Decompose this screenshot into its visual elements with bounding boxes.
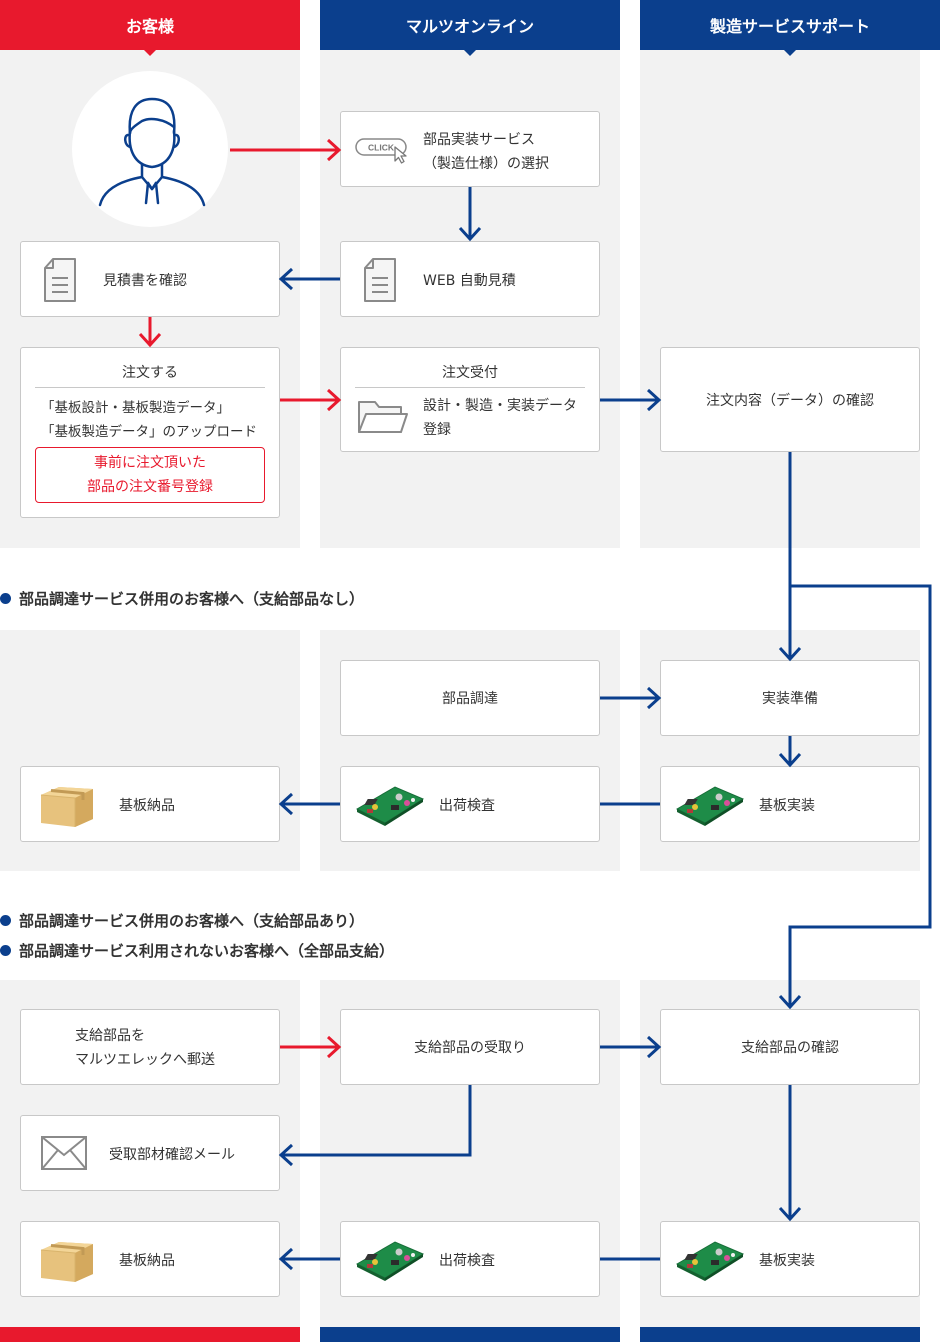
cardboard-box-icon [37, 781, 97, 833]
order-note-line1: 事前に注文頂いた [94, 455, 206, 471]
document-icon [43, 258, 77, 306]
cardboard-box-icon [37, 1236, 97, 1288]
bullet-icon [0, 945, 11, 956]
section2-title-b: 部品調達サービス利用されないお客様へ（全部品支給） [0, 940, 394, 961]
circuit-board-icon [355, 783, 425, 831]
procurement-box: 部品調達 [340, 660, 600, 736]
order-receipt-box: 注文受付 設計・製造・実装データ 登録 [340, 347, 600, 452]
customer-column-footer [0, 1327, 300, 1342]
support-column-footer [640, 1327, 920, 1342]
delivery-label-1: 基板納品 [119, 798, 175, 814]
bullet-icon [0, 593, 11, 604]
confirm-parts-label: 支給部品の確認 [741, 1040, 839, 1056]
receipt-mail-box: 受取部材確認メール [20, 1115, 280, 1191]
order-note-line2: 部品の注文番号登録 [87, 479, 213, 495]
document-icon [363, 258, 397, 306]
support-column-title: 製造サービスサポート [709, 17, 870, 36]
click-cursor-icon: CLICK [355, 136, 413, 168]
order-box: 注文する 「基板設計・基板製造データ」 「基板製造データ」のアップロード 事前に… [20, 347, 280, 518]
confirm-parts-box: 支給部品の確認 [660, 1009, 920, 1085]
mounting-prep-box: 実装準備 [660, 660, 920, 736]
order-receipt-divider [355, 387, 585, 388]
check-quote-box: 見積書を確認 [20, 241, 280, 317]
send-parts-box: 支給部品を マルツエレックへ郵送 [20, 1009, 280, 1085]
circuit-board-icon [675, 1238, 745, 1286]
online-column-header: マルツオンライン [320, 0, 620, 56]
inspection-box-1: 出荷検査 [340, 766, 600, 842]
order-receipt-line1: 設計・製造・実装データ [423, 398, 577, 414]
send-parts-line2: マルツエレックへ郵送 [75, 1052, 215, 1068]
online-column-footer [320, 1327, 620, 1342]
customer-column-header: お客様 [0, 0, 300, 56]
circuit-board-icon [355, 1238, 425, 1286]
order-divider [35, 387, 265, 388]
send-parts-line1: 支給部品を [75, 1028, 145, 1044]
order-title: 注文する [122, 365, 178, 381]
circuit-board-icon [675, 783, 745, 831]
customer-column-title: お客様 [125, 17, 174, 36]
order-line1: 「基板設計・基板製造データ」 [41, 400, 230, 416]
mounting-box-1: 基板実装 [660, 766, 920, 842]
check-quote-label: 見積書を確認 [103, 273, 187, 289]
bullet-icon [0, 915, 11, 926]
select-service-line2: （製造仕様）の選択 [423, 156, 549, 172]
receive-parts-box: 支給部品の受取り [340, 1009, 600, 1085]
confirm-order-label: 注文内容（データ）の確認 [706, 392, 874, 409]
inspection-label-2: 出荷検査 [439, 1253, 495, 1269]
envelope-icon [41, 1136, 87, 1174]
mounting-box-2: 基板実装 [660, 1221, 920, 1297]
web-quote-label: WEB 自動見積 [423, 273, 516, 289]
receive-parts-label: 支給部品の受取り [414, 1040, 526, 1056]
order-note: 事前に注文頂いた 部品の注文番号登録 [35, 447, 265, 503]
procurement-label: 部品調達 [442, 691, 498, 707]
mounting-label-1: 基板実装 [759, 798, 815, 814]
click-badge-text: CLICK [368, 143, 395, 153]
confirm-order-box: 注文内容（データ）の確認 [660, 347, 920, 452]
person-icon [98, 97, 206, 207]
online-column-title: マルツオンライン [405, 17, 534, 36]
order-receipt-title: 注文受付 [442, 365, 498, 381]
support-column-bg-top [640, 50, 920, 548]
mounting-prep-label: 実装準備 [762, 691, 818, 707]
section2-title-a: 部品調達サービス併用のお客様へ（支給部品あり） [0, 910, 364, 931]
folder-icon [357, 396, 409, 440]
inspection-box-2: 出荷検査 [340, 1221, 600, 1297]
order-receipt-line2: 登録 [423, 422, 451, 438]
delivery-box-1: 基板納品 [20, 766, 280, 842]
order-line2: 「基板製造データ」のアップロード [41, 424, 257, 440]
receipt-mail-label: 受取部材確認メール [109, 1147, 235, 1163]
delivery-box-2: 基板納品 [20, 1221, 280, 1297]
select-service-line1: 部品実装サービス [423, 132, 535, 148]
select-service-box: CLICK 部品実装サービス （製造仕様）の選択 [340, 111, 600, 187]
mounting-label-2: 基板実装 [759, 1253, 815, 1269]
delivery-label-2: 基板納品 [119, 1253, 175, 1269]
inspection-label-1: 出荷検査 [439, 798, 495, 814]
support-column-header: 製造サービスサポート [640, 0, 940, 56]
section1-title: 部品調達サービス併用のお客様へ（支給部品なし） [0, 588, 364, 609]
customer-avatar [72, 71, 228, 227]
web-quote-box: WEB 自動見積 [340, 241, 600, 317]
